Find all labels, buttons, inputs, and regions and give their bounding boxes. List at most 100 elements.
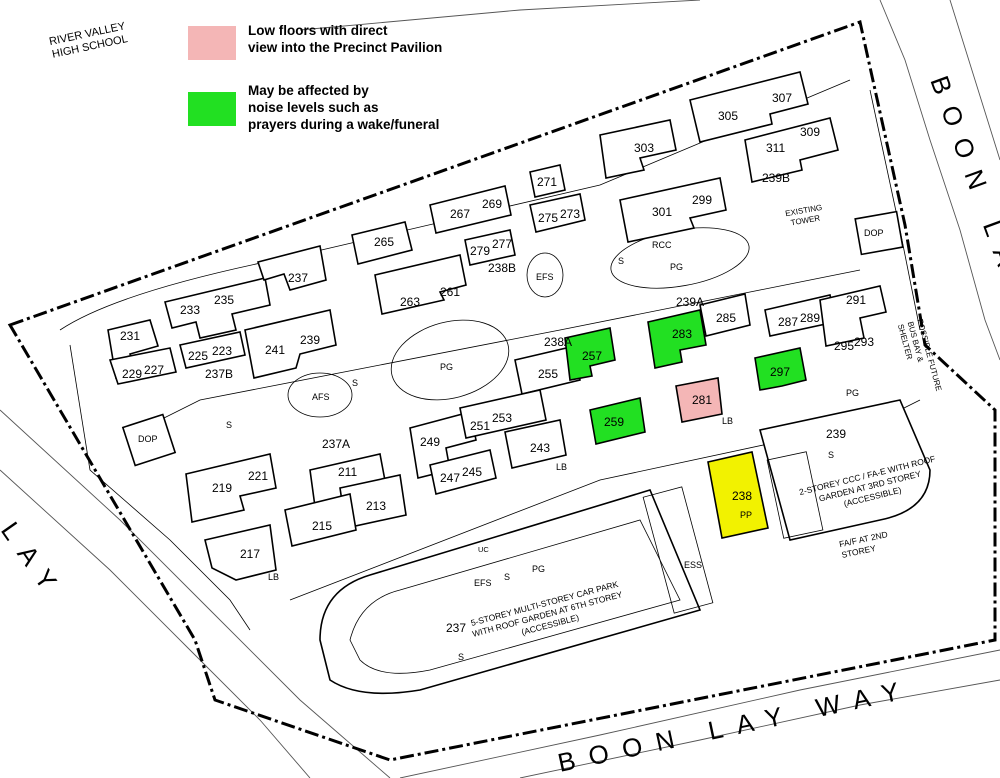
block-219: 219 [212, 481, 232, 495]
block-243: 243 [530, 441, 550, 455]
lobby-central: LB [556, 462, 567, 472]
block-289: 289 [800, 311, 820, 325]
shelter-ccc: S [828, 450, 834, 460]
block-239a: 239A [676, 295, 704, 309]
shelter-carpark: S [504, 572, 510, 582]
block-301: 301 [652, 205, 672, 219]
block-group-north [351, 71, 839, 315]
legend-text-pink: Low floors with direct view into the Pre… [248, 23, 443, 55]
block-283: 283 [672, 327, 692, 341]
block-267: 267 [450, 207, 470, 221]
playground-central: PG [440, 362, 453, 372]
block-263: 263 [400, 295, 420, 309]
block-297: 297 [770, 365, 790, 379]
block-215: 215 [312, 519, 332, 533]
block-group-west [107, 245, 337, 385]
block-238b: 238B [488, 261, 516, 275]
block-259: 259 [604, 415, 624, 429]
rcc: RCC [652, 240, 672, 250]
block-273: 273 [560, 207, 580, 221]
pavilion-area [121, 210, 931, 541]
legend-text-green: May be affected by noise levels such as … [248, 83, 440, 132]
block-279: 279 [470, 244, 490, 258]
block-309: 309 [800, 125, 820, 139]
block-303: 303 [634, 141, 654, 155]
block-238a: 238A [544, 335, 572, 349]
block-237-carpark: 237 [446, 621, 466, 635]
block-293: 293 [854, 335, 874, 349]
precinct-pavilion [707, 451, 769, 539]
lobby-east: LB [722, 416, 733, 426]
block-239b: 239B [762, 171, 790, 185]
lobby-west: LB [268, 572, 279, 582]
block-255: 255 [538, 367, 558, 381]
block-239: 239 [300, 333, 320, 347]
block-247: 247 [440, 471, 460, 485]
facility-labels: EFS S PG RCC AFS S S PG DOP DOP LB LB LB… [138, 228, 884, 662]
block-299: 299 [692, 193, 712, 207]
block-225: 225 [188, 349, 208, 363]
block-235: 235 [214, 293, 234, 307]
playground-carpark: PG [532, 564, 545, 574]
block-245: 245 [462, 465, 482, 479]
shelter-west: S [226, 420, 232, 430]
block-261: 261 [440, 285, 460, 299]
block-265: 265 [374, 235, 394, 249]
block-305: 305 [718, 109, 738, 123]
block-287: 287 [778, 315, 798, 329]
block-251: 251 [470, 419, 490, 433]
block-217: 217 [240, 547, 260, 561]
block-281: 281 [692, 393, 712, 407]
block-257: 257 [582, 349, 602, 363]
block-237: 237 [288, 271, 308, 285]
block-221: 221 [248, 469, 268, 483]
block-237b: 237B [205, 367, 233, 381]
block-229: 229 [122, 367, 142, 381]
block-211: 211 [338, 465, 357, 479]
block-233: 233 [180, 303, 200, 317]
block-285: 285 [716, 311, 736, 325]
block-labels: 231 229 227 233 235 225 223 237B 237 241… [120, 91, 874, 635]
legend-swatch-green [188, 92, 236, 126]
playground-north: PG [670, 262, 683, 272]
block-269: 269 [482, 197, 502, 211]
block-223: 223 [212, 344, 232, 358]
afs: AFS [312, 392, 330, 402]
block-291: 291 [846, 293, 866, 307]
efs-north: EFS [536, 272, 554, 282]
block-241: 241 [265, 343, 285, 357]
legend-swatch-pink [188, 26, 236, 60]
dop-west: DOP [138, 434, 158, 444]
dop-east: DOP [864, 228, 884, 238]
road-boon-lay-way: BOON LAY WAY [555, 673, 915, 778]
pavilion-pp: PP [740, 510, 752, 520]
block-277: 277 [492, 237, 512, 251]
site-boundary [7, 20, 997, 762]
block-213: 213 [366, 499, 386, 513]
block-275: 275 [538, 211, 558, 225]
block-237a: 237A [322, 437, 350, 451]
road-west: LAY [0, 516, 71, 606]
uc: UC [478, 545, 489, 554]
block-311: 311 [766, 141, 785, 155]
block-307: 307 [772, 91, 792, 105]
block-group-southwest [185, 389, 567, 581]
car-park [319, 486, 714, 695]
shelter-south: S [458, 652, 464, 662]
block-227: 227 [144, 363, 164, 377]
efs-carpark: EFS [474, 578, 492, 588]
ess: ESS [684, 560, 702, 570]
block-231: 231 [120, 329, 140, 343]
block-group-central [514, 285, 887, 445]
shelter-north: S [618, 256, 624, 266]
playground-east: PG [846, 388, 859, 398]
block-238: 238 [732, 489, 752, 503]
block-253: 253 [492, 411, 512, 425]
shelter-afs: S [352, 378, 358, 388]
block-271: 271 [537, 175, 557, 189]
block-239-ccc: 239 [826, 427, 846, 441]
block-249: 249 [420, 435, 440, 449]
block-295: 295 [834, 339, 854, 353]
